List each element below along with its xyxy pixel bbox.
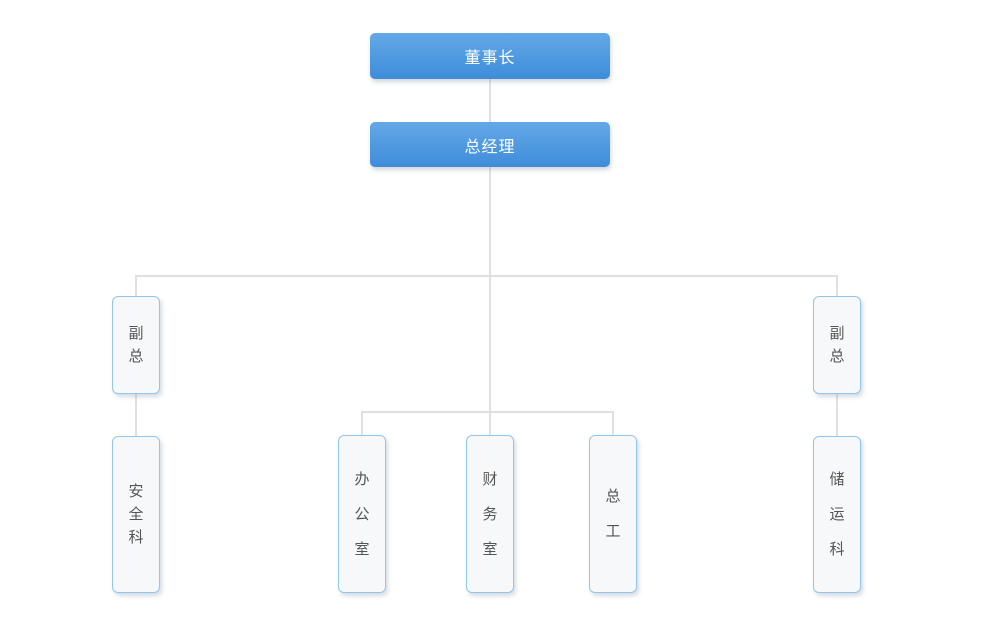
node-chief-engineer[interactable]: 总工 bbox=[589, 435, 637, 593]
node-office[interactable]: 办公室 bbox=[338, 435, 386, 593]
node-vice-right-label: 副总 bbox=[829, 324, 845, 365]
node-safety-section-label: 安全科 bbox=[128, 482, 144, 546]
node-vice-right[interactable]: 副总 bbox=[813, 296, 861, 394]
connector-vice-right-storage bbox=[836, 394, 838, 436]
connector-drop-chief bbox=[612, 411, 614, 435]
node-chairman-label: 董事长 bbox=[464, 48, 516, 67]
node-chief-engineer-label: 总工 bbox=[605, 487, 621, 540]
node-vice-left-label: 副总 bbox=[128, 324, 144, 365]
connector-drop-office bbox=[361, 411, 363, 435]
node-general-manager-label: 总经理 bbox=[464, 136, 516, 156]
node-storage-section-label: 储运科 bbox=[829, 470, 845, 558]
node-chairman[interactable]: 董事长 bbox=[370, 33, 610, 79]
node-finance-office[interactable]: 财务室 bbox=[466, 435, 514, 593]
node-finance-office-label: 财务室 bbox=[482, 469, 498, 558]
connector-level3-horizontal bbox=[361, 411, 614, 413]
connector-drop-finance bbox=[489, 411, 491, 435]
connector-chairman-gm bbox=[489, 79, 491, 122]
node-office-label: 办公室 bbox=[354, 469, 370, 558]
node-vice-left[interactable]: 副总 bbox=[112, 296, 160, 394]
connector-gm-trunk bbox=[489, 167, 491, 412]
node-general-manager[interactable]: 总经理 bbox=[370, 122, 610, 167]
node-safety-section[interactable]: 安全科 bbox=[112, 436, 160, 593]
connector-level2-horizontal bbox=[135, 275, 838, 277]
connector-drop-vice-left bbox=[135, 275, 137, 296]
connector-vice-left-safety bbox=[135, 394, 137, 436]
node-storage-section[interactable]: 储运科 bbox=[813, 436, 861, 593]
connector-drop-vice-right bbox=[836, 275, 838, 296]
